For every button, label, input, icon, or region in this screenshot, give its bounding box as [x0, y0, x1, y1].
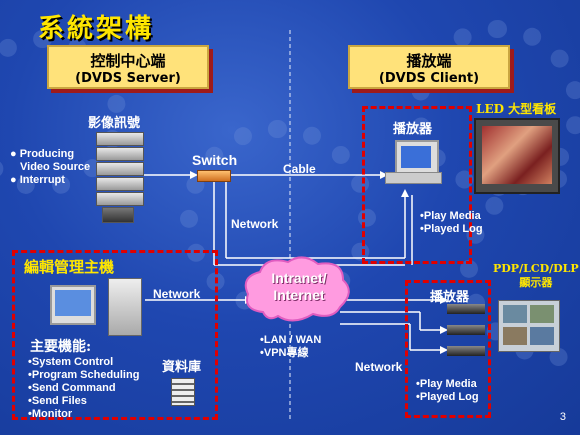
- server-tower-icon: [108, 278, 142, 336]
- switch-label: Switch: [192, 152, 238, 168]
- function-item: •Monitor: [28, 408, 73, 420]
- intranet-item: •VPN專線: [260, 347, 309, 359]
- intranet-list: •LAN / WAN •VPN專線: [260, 334, 321, 360]
- server-header: 控制中心端 (DVDS Server): [47, 45, 209, 89]
- client-header: 播放端 (DVDS Client): [348, 45, 510, 89]
- player-device-icon: [447, 325, 485, 335]
- player-bottom-item: •Play Media: [416, 378, 477, 390]
- player-top-box: [362, 106, 472, 264]
- computer-base-icon: [385, 172, 442, 184]
- function-item: •Send Files: [28, 395, 87, 407]
- page-number: 3: [559, 411, 566, 423]
- slide-title: 系統架構: [38, 14, 155, 44]
- player-device-icon: [447, 304, 485, 314]
- server-label-zh: 控制中心端: [90, 52, 166, 70]
- database-icon: [171, 378, 195, 406]
- intranet-label: Intranet/ Internet: [271, 270, 327, 303]
- cable-label: Cable: [283, 162, 316, 176]
- display-screens-image: [498, 300, 560, 352]
- video-source-item: ● Interrupt: [10, 174, 65, 186]
- player-bottom-item: •Played Log: [416, 391, 479, 403]
- player-top-item: •Played Log: [420, 223, 483, 235]
- edit-host-title: 編輯管理主機: [24, 258, 115, 276]
- player-top-item: •Play Media: [420, 210, 481, 222]
- video-source-item: Video Source: [20, 161, 91, 173]
- server-label-en: (DVDS Server): [75, 71, 181, 86]
- func-title: 主要機能:: [30, 339, 92, 355]
- network-label-top: Network: [231, 217, 279, 231]
- client-label-zh: 播放端: [406, 52, 452, 70]
- player-top-title: 播放器: [393, 122, 433, 137]
- player-top-list: •Play Media •Played Log: [420, 210, 483, 236]
- video-source-list: ● Producing Video Source ● Interrupt: [10, 148, 90, 187]
- led-title: LED 大型看板: [476, 102, 557, 116]
- player-bottom-list: •Play Media •Played Log: [416, 378, 479, 404]
- function-item: •Program Scheduling: [28, 369, 140, 381]
- edit-host-box: [12, 250, 218, 420]
- intranet-item: •LAN / WAN: [260, 334, 322, 346]
- computer-icon: [395, 140, 439, 176]
- player-device-icon: [447, 346, 485, 356]
- player-bottom-title: 播放器: [430, 290, 470, 305]
- video-devices-stack: [96, 132, 144, 223]
- workstation-icon: [50, 285, 96, 325]
- video-source-item: ● Producing: [10, 148, 75, 160]
- client-label-en: (DVDS Client): [378, 71, 480, 86]
- led-board-image: [474, 118, 560, 194]
- function-item: •Send Command: [28, 382, 116, 394]
- switch-device-icon: [197, 170, 231, 182]
- function-list: •System Control •Program Scheduling •Sen…: [28, 356, 139, 421]
- network-label-edit: Network: [153, 287, 201, 301]
- video-source-title: 影像訊號: [88, 116, 141, 131]
- function-item: •System Control: [28, 356, 114, 368]
- display-title: PDP/LCD/DLP 顯示器: [493, 262, 579, 289]
- database-label: 資料庫: [162, 360, 202, 375]
- network-label-bottom: Network: [355, 360, 403, 374]
- player-bottom-box: [405, 280, 491, 418]
- cloud-icon: [244, 256, 350, 322]
